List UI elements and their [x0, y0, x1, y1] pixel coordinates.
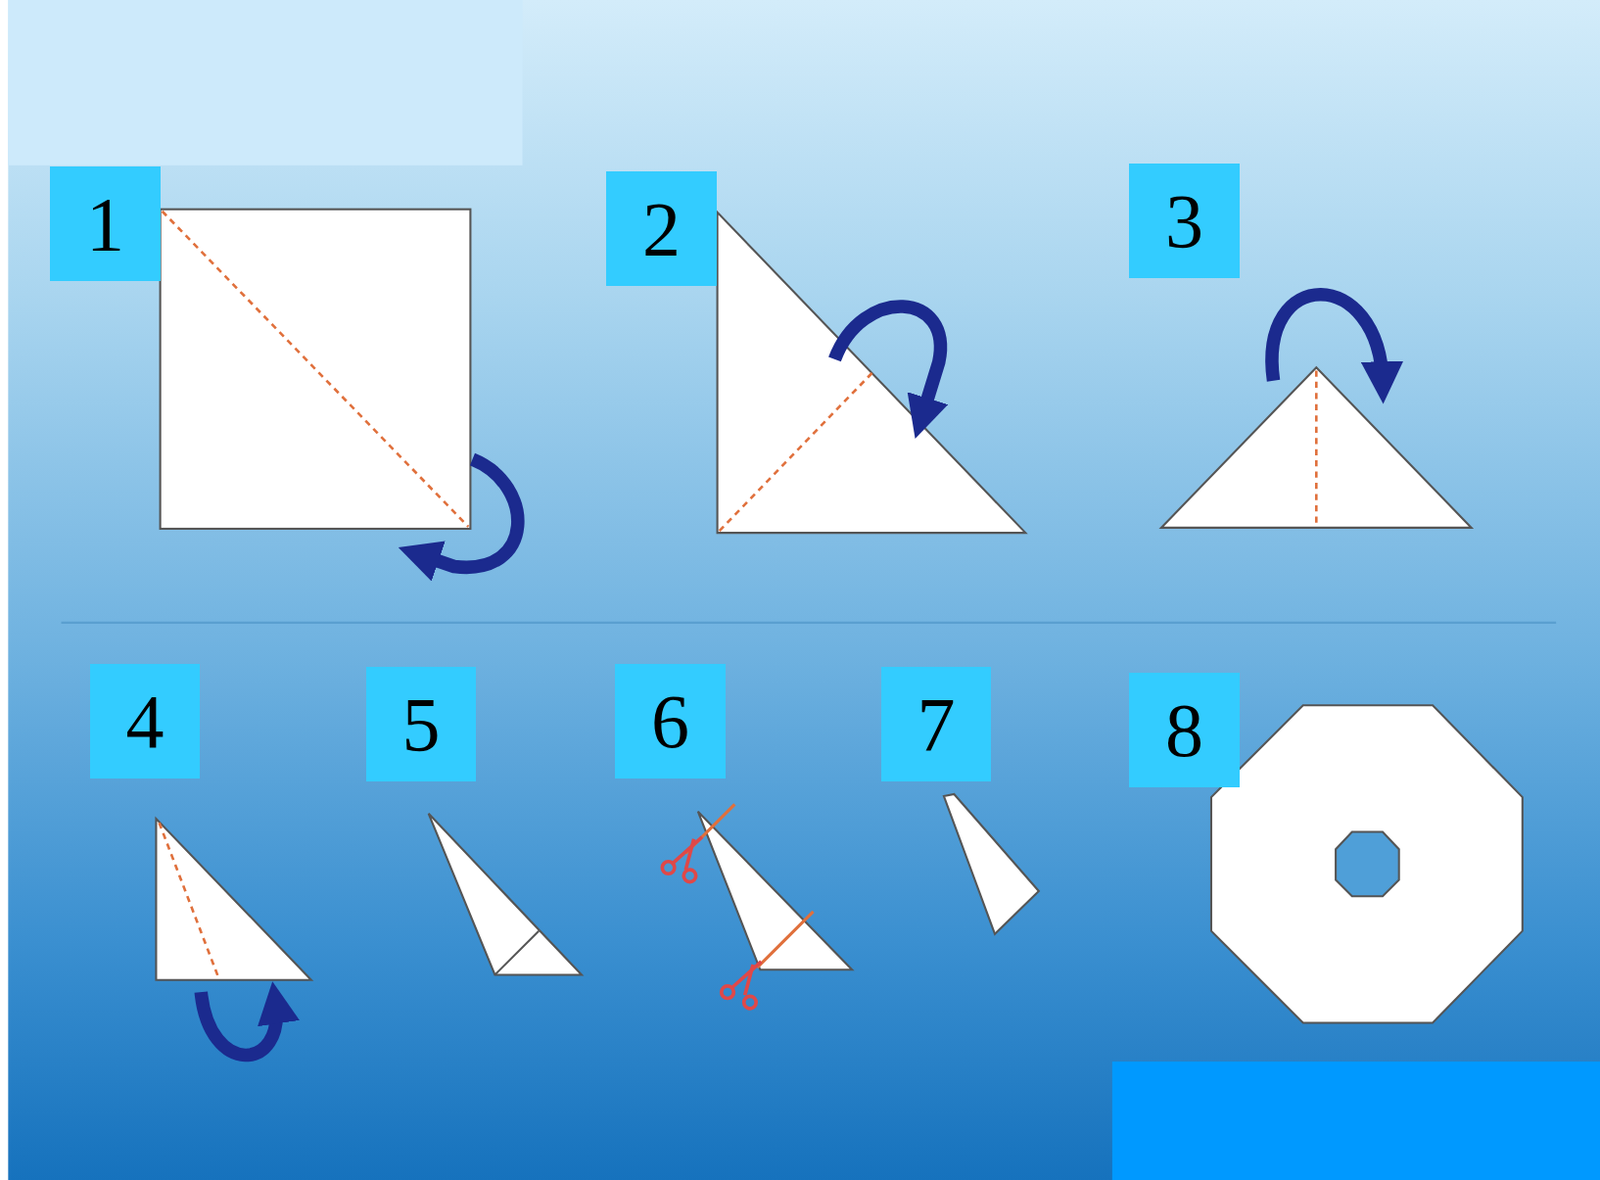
step-number-box: 8	[1129, 672, 1240, 788]
square-paper	[160, 209, 471, 529]
step-number-box: 1	[49, 166, 161, 282]
cut-piece	[943, 794, 1039, 935]
fold-line	[1315, 370, 1318, 528]
folded-triangle	[428, 813, 582, 976]
corner-panel	[1112, 1061, 1600, 1180]
step-number: 5	[402, 686, 441, 763]
step-number: 2	[642, 190, 681, 268]
folded-triangle	[698, 811, 852, 971]
left-strip	[0, 0, 8, 1180]
octagon-hole	[1335, 832, 1400, 897]
step-number-box: 2	[606, 171, 717, 286]
fold-arrow	[834, 306, 941, 419]
fold-line	[162, 211, 470, 527]
step-number-box: 5	[366, 666, 476, 782]
step-number: 3	[1165, 183, 1204, 260]
fold-line	[719, 372, 873, 531]
fold-edge	[494, 931, 539, 976]
scissors-icon	[661, 837, 703, 883]
folded-triangle	[717, 212, 1027, 533]
step-number: 7	[917, 686, 956, 763]
fold-line	[159, 822, 220, 981]
scissors-icon	[721, 961, 762, 1009]
step-number: 6	[651, 683, 690, 760]
fold-arrow	[1271, 294, 1383, 383]
step-number: 8	[1165, 692, 1204, 769]
separator-line	[61, 621, 1557, 624]
folded-triangle	[1161, 367, 1472, 528]
fold-arrow	[418, 459, 518, 567]
step-number-box: 3	[1129, 163, 1240, 279]
fold-arrow	[200, 991, 277, 1055]
step-number-box: 7	[881, 666, 991, 782]
step-number: 1	[86, 186, 125, 263]
step-number-box: 4	[90, 663, 200, 779]
cut-line	[756, 911, 813, 968]
step-number: 4	[126, 683, 165, 760]
top-panel	[7, 0, 522, 166]
folded-triangle	[155, 818, 311, 981]
octagon-result	[1211, 705, 1523, 1023]
step-number-box: 6	[614, 663, 726, 779]
